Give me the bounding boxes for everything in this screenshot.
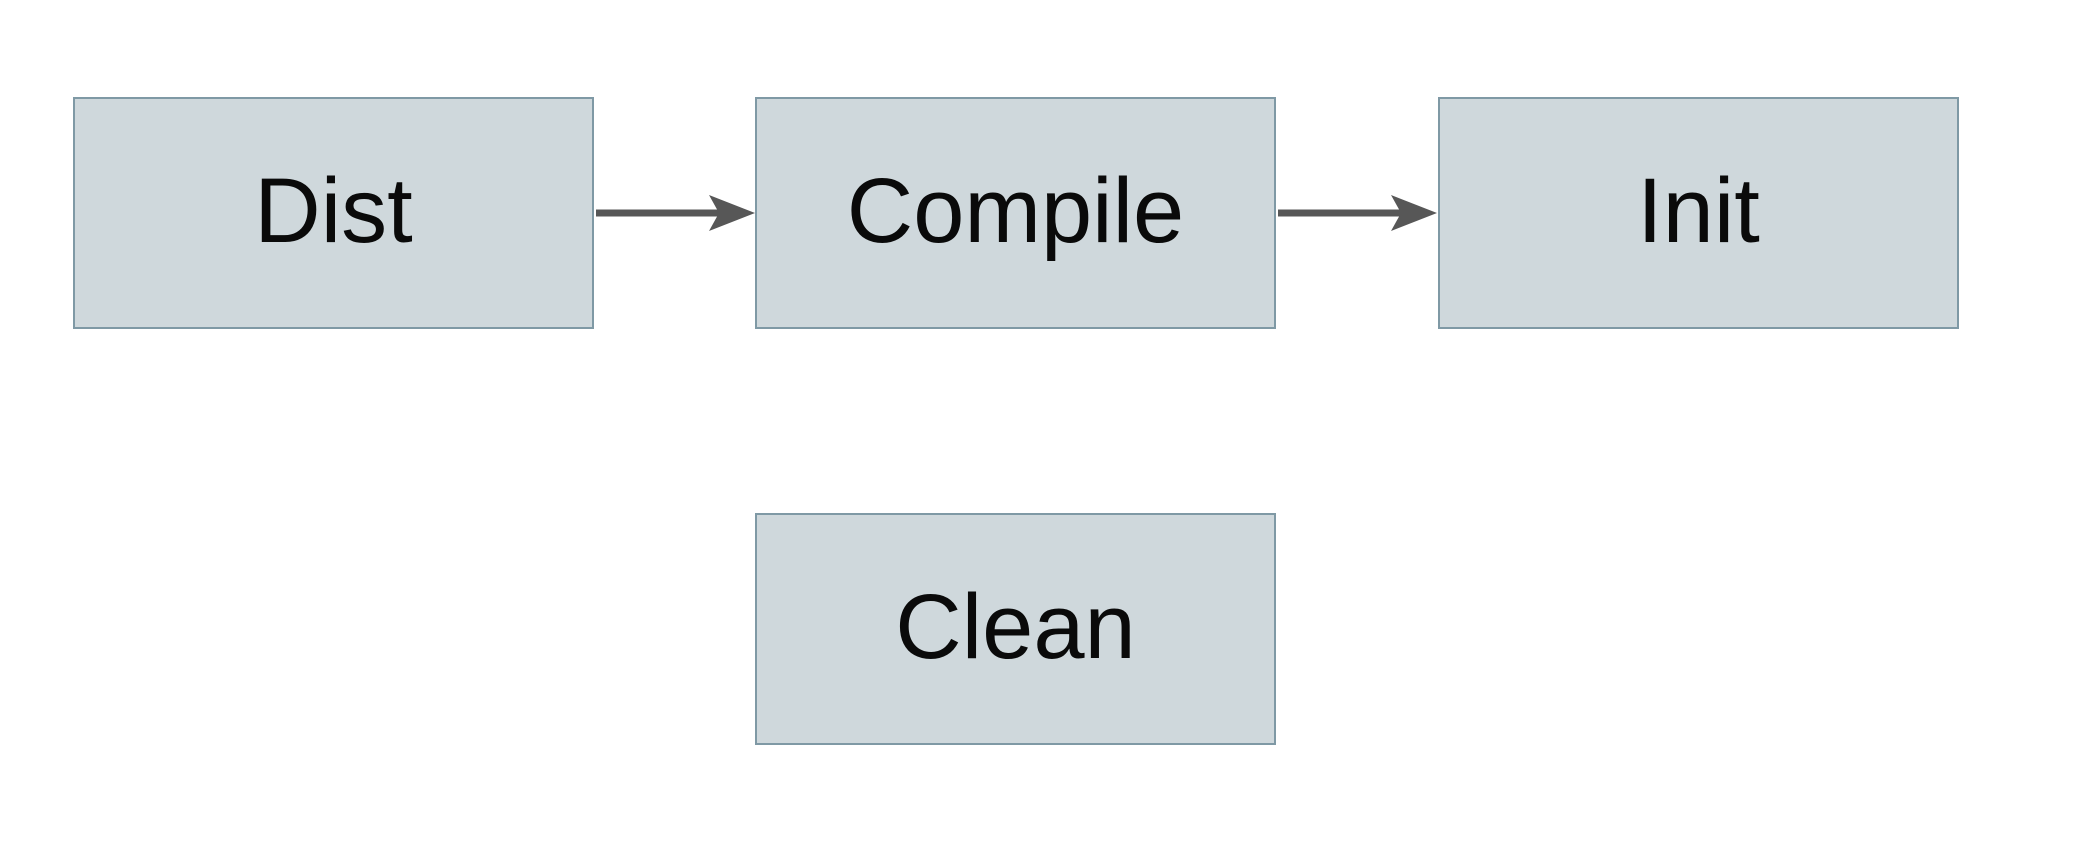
node-init-label: Init <box>1637 160 1760 262</box>
node-compile: Compile <box>755 97 1276 329</box>
arrow-compile-to-init-icon <box>1278 195 1437 231</box>
node-dist: Dist <box>73 97 594 329</box>
node-clean-label: Clean <box>895 576 1136 678</box>
node-init: Init <box>1438 97 1959 329</box>
node-clean: Clean <box>755 513 1276 745</box>
arrow-dist-to-compile-icon <box>596 195 755 231</box>
node-compile-label: Compile <box>846 160 1185 262</box>
node-dist-label: Dist <box>254 160 413 262</box>
